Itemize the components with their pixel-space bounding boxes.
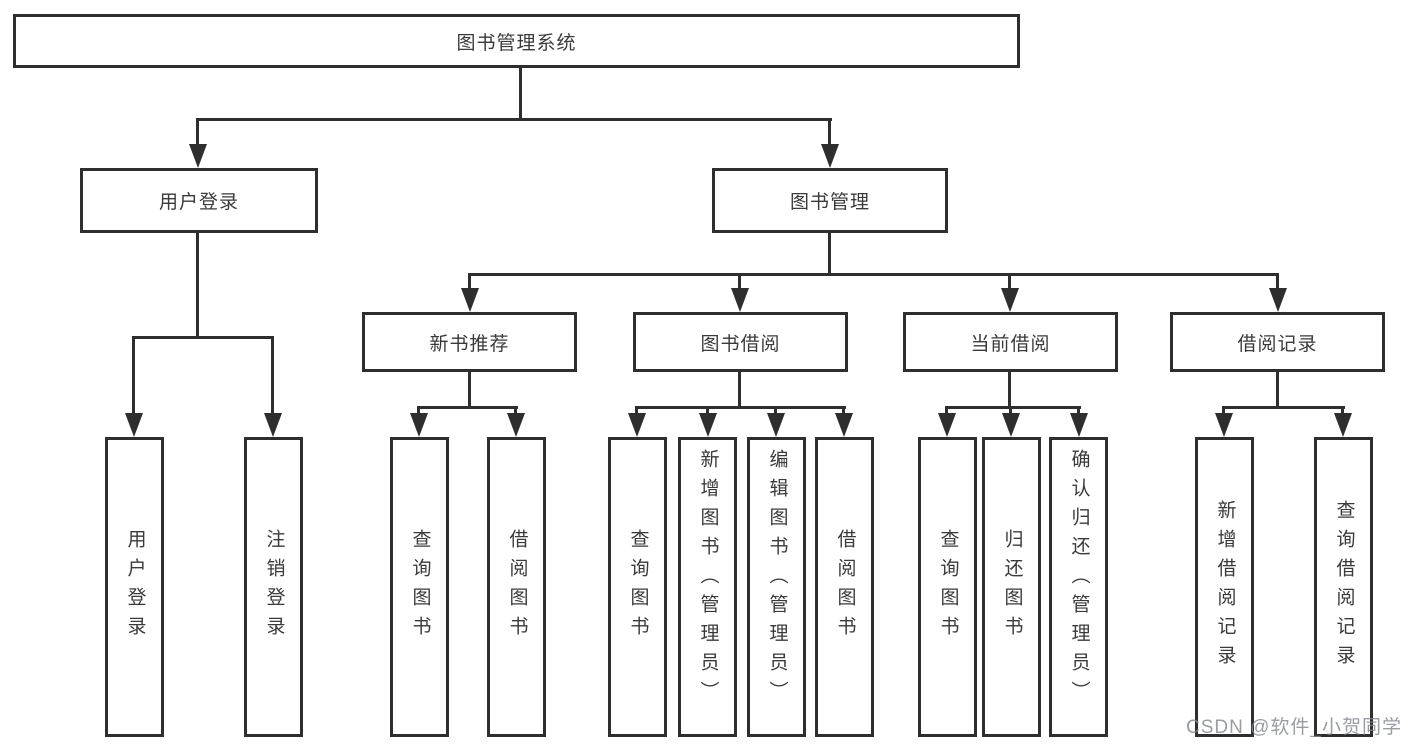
leaf-current-query-book-label: 查询图书 — [937, 529, 959, 645]
connector-line — [774, 406, 777, 418]
connector-line — [1008, 372, 1011, 409]
connector-line — [1008, 273, 1011, 291]
arrowhead-down-icon — [1070, 413, 1088, 437]
arrowhead-down-icon — [1001, 288, 1019, 312]
leaf-records-add-record-label: 新增借阅记录 — [1214, 500, 1236, 674]
node-current-borrowing-label: 当前借阅 — [970, 333, 1051, 355]
connector-line — [468, 273, 471, 291]
connector-line — [1009, 406, 1012, 418]
connector-line — [132, 336, 274, 339]
leaf-records-query-record-label: 查询借阅记录 — [1333, 500, 1355, 674]
arrowhead-down-icon — [264, 413, 282, 437]
arrowhead-down-icon — [821, 144, 839, 168]
connector-line — [828, 233, 831, 275]
connector-line — [514, 406, 517, 418]
node-book-borrowing: 图书借阅 — [633, 312, 848, 372]
node-borrowing-records-label: 借阅记录 — [1237, 333, 1318, 355]
connector-line — [519, 68, 522, 118]
leaf-borrowing-query-book-label: 查询图书 — [627, 529, 649, 645]
connector-line — [945, 406, 1081, 409]
connector-line — [1222, 406, 1345, 409]
arrowhead-down-icon — [1215, 413, 1233, 437]
arrowhead-down-icon — [938, 413, 956, 437]
node-book-borrowing-label: 图书借阅 — [700, 333, 781, 355]
node-user-login: 用户登录 — [80, 168, 318, 233]
connector-line — [738, 273, 741, 291]
leaf-current-confirm-return-label: 确认归还（管理员） — [1068, 449, 1090, 710]
connector-line — [738, 372, 741, 409]
leaf-recommend-borrow-book: 借阅图书 — [487, 437, 546, 737]
csdn-watermark: CSDN @软件_小贺同学 — [1186, 717, 1402, 738]
connector-line — [635, 406, 846, 409]
leaf-recommend-borrow-book-label: 借阅图书 — [506, 529, 528, 645]
arrowhead-down-icon — [731, 288, 749, 312]
leaf-recommend-query-book: 查询图书 — [390, 437, 449, 737]
connector-line — [196, 118, 199, 148]
leaf-records-add-record: 新增借阅记录 — [1195, 437, 1254, 737]
arrowhead-down-icon — [410, 413, 428, 437]
connector-line — [828, 118, 831, 148]
arrowhead-down-icon — [461, 288, 479, 312]
node-user-login-label: 用户登录 — [158, 192, 239, 213]
connector-line — [196, 118, 832, 121]
arrowhead-down-icon — [628, 413, 646, 437]
connector-line — [132, 336, 135, 415]
connector-line — [468, 273, 1279, 276]
node-borrowing-records: 借阅记录 — [1170, 312, 1385, 372]
connector-line — [1222, 406, 1225, 418]
arrowhead-down-icon — [125, 413, 143, 437]
arrowhead-down-icon — [699, 413, 717, 437]
leaf-recommend-query-book-label: 查询图书 — [409, 529, 431, 645]
leaf-user-login: 用户登录 — [105, 437, 164, 737]
node-book-management-label: 图书管理 — [789, 192, 870, 213]
connector-line — [1276, 273, 1279, 291]
leaf-borrowing-add-book-label: 新增图书（管理员） — [697, 449, 719, 710]
leaf-user-login-label: 用户登录 — [124, 529, 146, 645]
node-book-management: 图书管理 — [712, 168, 948, 233]
leaf-current-return-book-label: 归还图书 — [1001, 529, 1023, 645]
leaf-borrowing-add-book: 新增图书（管理员） — [678, 437, 737, 737]
arrowhead-down-icon — [507, 413, 525, 437]
connector-line — [417, 406, 420, 418]
node-root: 图书管理系统 — [13, 14, 1020, 68]
connector-line — [271, 336, 274, 415]
leaf-logout: 注销登录 — [244, 437, 303, 737]
arrowhead-down-icon — [1002, 413, 1020, 437]
connector-line — [1276, 372, 1279, 409]
arrowhead-down-icon — [835, 413, 853, 437]
arrowhead-down-icon — [1269, 288, 1287, 312]
leaf-borrowing-borrow-book: 借阅图书 — [815, 437, 874, 737]
node-root-label: 图书管理系统 — [456, 32, 577, 54]
leaf-records-query-record: 查询借阅记录 — [1314, 437, 1373, 737]
connector-line — [706, 406, 709, 418]
leaf-logout-label: 注销登录 — [263, 529, 285, 645]
leaf-borrowing-edit-book: 编辑图书（管理员） — [747, 437, 806, 737]
leaf-current-return-book: 归还图书 — [982, 437, 1041, 737]
connector-line — [468, 372, 471, 409]
arrowhead-down-icon — [1334, 413, 1352, 437]
connector-line — [417, 406, 518, 409]
leaf-borrowing-borrow-book-label: 借阅图书 — [834, 529, 856, 645]
leaf-current-query-book: 查询图书 — [918, 437, 977, 737]
arrowhead-down-icon — [767, 413, 785, 437]
connector-line — [1341, 406, 1344, 418]
connector-line — [1077, 406, 1080, 418]
leaf-current-confirm-return: 确认归还（管理员） — [1049, 437, 1108, 737]
node-current-borrowing: 当前借阅 — [903, 312, 1118, 372]
node-new-book-recommend-label: 新书推荐 — [429, 333, 510, 355]
connector-line — [196, 233, 199, 338]
leaf-borrowing-query-book: 查询图书 — [608, 437, 667, 737]
arrowhead-down-icon — [189, 144, 207, 168]
connector-line — [635, 406, 638, 418]
connector-line — [945, 406, 948, 418]
connector-line — [842, 406, 845, 418]
node-new-book-recommend: 新书推荐 — [362, 312, 577, 372]
leaf-borrowing-edit-book-label: 编辑图书（管理员） — [766, 449, 788, 710]
